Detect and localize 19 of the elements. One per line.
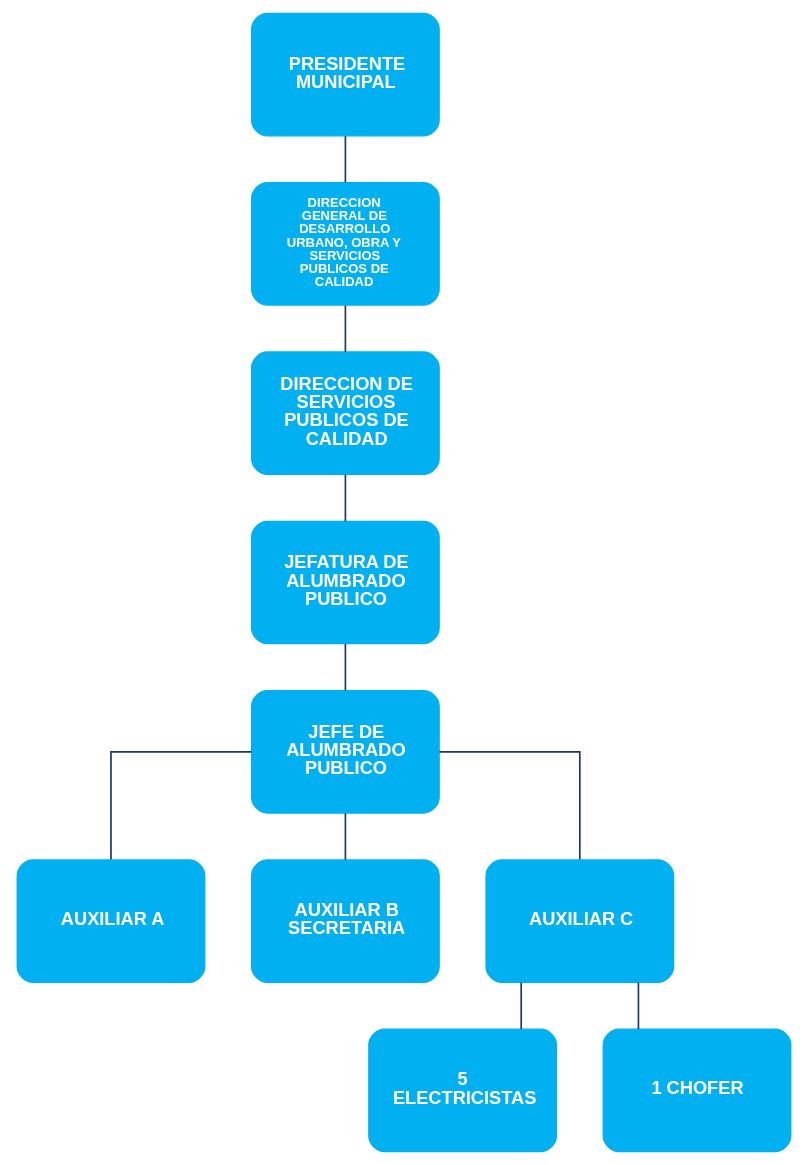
node-box: AUXILIAR B SECRETARIA <box>251 859 440 983</box>
node-box: 5 ELECTRICISTAS <box>368 1028 557 1153</box>
connector <box>344 304 347 353</box>
node-box: PRESIDENTE MUNICIPAL <box>251 12 440 137</box>
node-box: JEFATURA DE ALUMBRADO PUBLICO <box>251 520 440 645</box>
node-box: 1 CHOFER <box>602 1028 792 1153</box>
connector <box>344 812 347 861</box>
node-box: DIRECCION GENERAL DE DESARROLLO URBANO, OBRA Y SERVICIOS PUBLICOS DE CALIDAD <box>251 182 440 306</box>
connector <box>637 981 640 1030</box>
node-box: AUXILIAR A <box>16 859 206 983</box>
connector <box>344 473 347 523</box>
node-box: AUXILIAR C <box>485 859 675 983</box>
node-box: DIRECCION DE SERVICIOS PUBLICOS DE CALIDAD <box>251 351 440 476</box>
connector <box>520 981 523 1030</box>
node-box: JEFE DE ALUMBRADO PUBLICO <box>251 689 440 814</box>
connector <box>438 750 581 861</box>
connector <box>110 750 253 861</box>
connector <box>344 135 347 184</box>
connector <box>344 643 347 692</box>
